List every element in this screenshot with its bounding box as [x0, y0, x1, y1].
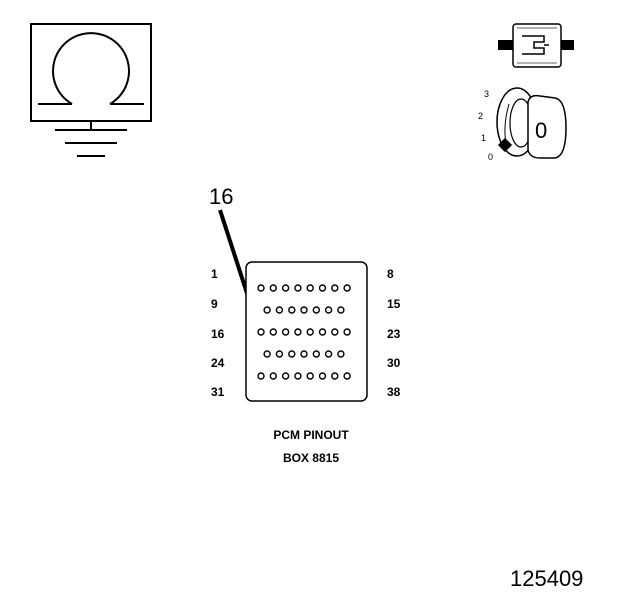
pin-hole: [269, 284, 277, 292]
pin-hole: [318, 372, 327, 380]
left-pin-label: 31: [211, 385, 225, 399]
pin-hole: [275, 350, 284, 358]
pin-hole: [337, 306, 345, 314]
pin-callout-label: 16: [209, 184, 233, 209]
pin-hole: [318, 328, 327, 336]
left-pin-label: 1: [211, 267, 218, 281]
pinout-title: PCM PINOUT: [273, 428, 349, 442]
ignition-position-0: 0: [488, 152, 493, 162]
ignition-position-2: 2: [478, 111, 483, 121]
pin-hole: [257, 284, 265, 292]
pin-hole: [312, 350, 320, 358]
left-pin-label: 16: [211, 327, 225, 341]
pin-hole: [281, 372, 290, 380]
pcm-connector-face: [245, 261, 368, 402]
pin-hole: [318, 284, 327, 292]
pin-hole: [343, 328, 351, 336]
pin-hole: [269, 372, 277, 380]
left-pin-label: 24: [211, 356, 225, 370]
right-pin-label: 30: [387, 356, 401, 370]
ignition-position-3: 3: [484, 89, 489, 99]
pin-hole: [257, 328, 265, 336]
right-pin-label: 38: [387, 385, 401, 399]
pin-hole: [263, 306, 271, 314]
ignition-position-1: 1: [481, 133, 486, 143]
ohm-ground-icon: [30, 23, 152, 157]
pin-hole: [294, 328, 302, 336]
pin-hole: [263, 350, 271, 358]
pin-grid: [257, 284, 351, 380]
pin-hole: [294, 372, 302, 380]
pin-hole: [324, 306, 333, 314]
pin-hole: [343, 284, 351, 292]
pin-hole: [288, 350, 296, 358]
right-pin-label: 23: [387, 327, 401, 341]
pin-hole: [306, 284, 314, 292]
ignition-key-icon: 3 2 1 0 0: [478, 87, 567, 162]
pin-hole: [275, 306, 284, 314]
figure-number: 125409: [510, 566, 583, 591]
pin-hole: [288, 306, 296, 314]
pin-hole: [300, 306, 308, 314]
right-pin-label: 15: [387, 297, 401, 311]
left-pin-label: 9: [211, 297, 218, 311]
pin-hole: [324, 350, 333, 358]
connector-icon: [498, 23, 574, 68]
pin-hole: [269, 328, 277, 336]
pin-hole: [343, 372, 351, 380]
pinout-subtitle: BOX 8815: [283, 451, 339, 465]
pin-hole: [337, 350, 345, 358]
pin-hole: [294, 284, 302, 292]
right-pin-label: 8: [387, 267, 394, 281]
pin-hole: [257, 372, 265, 380]
key-label: 0: [535, 118, 547, 143]
pin-hole: [281, 328, 290, 336]
pin-hole: [331, 372, 339, 380]
pin-hole: [331, 328, 339, 336]
pin-hole: [331, 284, 339, 292]
pin-hole: [306, 328, 314, 336]
pin-hole: [306, 372, 314, 380]
pin-hole: [312, 306, 320, 314]
pin-hole: [300, 350, 308, 358]
pin-hole: [281, 284, 290, 292]
